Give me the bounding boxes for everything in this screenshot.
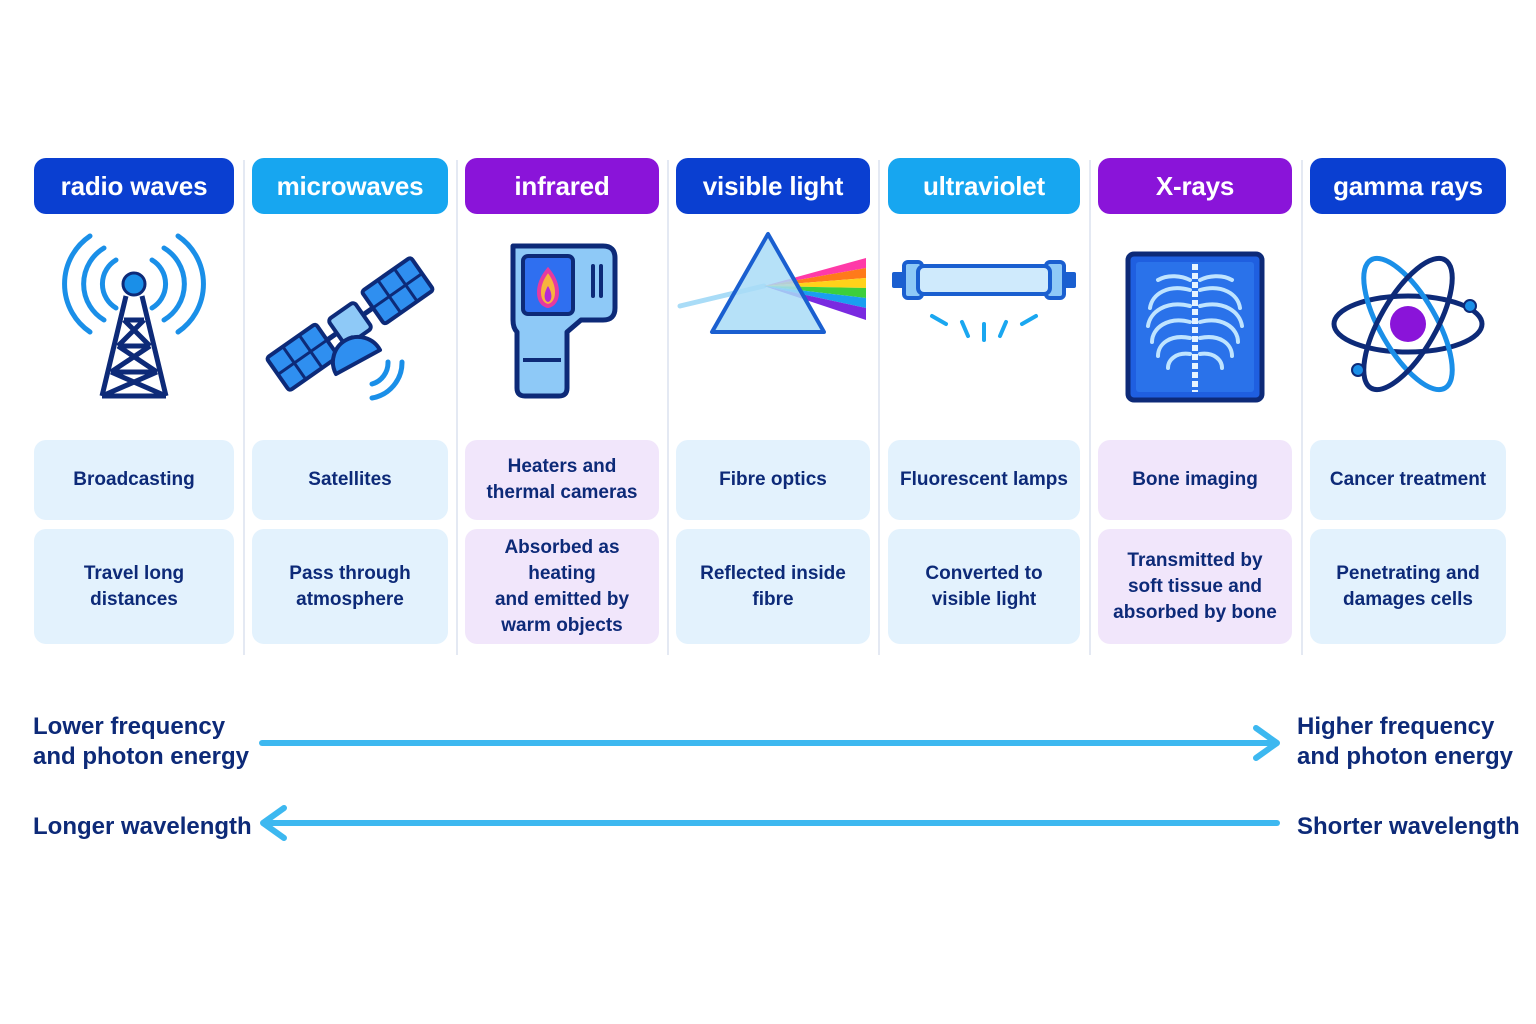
header-ultraviolet: ultraviolet xyxy=(888,158,1080,214)
property-text: soft tissue and xyxy=(1127,575,1263,597)
frequency-high-line: Higher frequency xyxy=(1297,713,1495,740)
use-text: Broadcasting xyxy=(73,469,195,490)
property-card: Travel long distances xyxy=(34,529,234,644)
property-card: Penetrating and damages cells xyxy=(1310,529,1506,644)
use-text: Heaters and xyxy=(507,456,617,477)
header-visible-light: visible light xyxy=(676,158,870,214)
property-text: Travel long xyxy=(83,562,185,584)
satellite-icon xyxy=(252,214,448,434)
column-infrared: infrared Heaters and thermal cameras Abso… xyxy=(465,158,659,644)
property-text: Converted to xyxy=(925,562,1043,584)
use-text: Satellites xyxy=(308,469,392,490)
radio-tower-icon xyxy=(34,214,234,434)
header-microwaves: microwaves xyxy=(252,158,448,214)
fluorescent-lamp-icon xyxy=(888,214,1080,434)
use-text: Cancer treatment xyxy=(1329,469,1487,490)
property-text: fibre xyxy=(752,588,794,610)
atom-icon xyxy=(1310,214,1506,434)
property-card: Transmitted by soft tissue and absorbed by… xyxy=(1098,529,1292,644)
column-microwaves: microwaves Satellites Pass through atmosp… xyxy=(252,158,448,644)
column-divider xyxy=(456,160,458,655)
property-text: atmosphere xyxy=(296,588,404,610)
property-text: Pass through xyxy=(289,562,411,584)
property-card: Absorbed as heating and emitted by warm ob… xyxy=(465,529,659,644)
x-ray-chest-icon xyxy=(1098,214,1292,434)
frequency-high-label: Higher frequency and photon energy xyxy=(1297,712,1513,772)
frequency-arrow xyxy=(259,725,1280,761)
use-text: Fibre optics xyxy=(719,469,827,490)
property-card: Pass through atmosphere xyxy=(252,529,448,644)
wavelength-arrow xyxy=(260,805,1280,841)
property-text: Absorbed as heating xyxy=(504,536,620,584)
property-text: Penetrating and xyxy=(1336,562,1480,584)
frequency-high-line: and photon energy xyxy=(1297,743,1513,770)
frequency-low-line: and photon energy xyxy=(33,743,249,770)
property-text: Reflected inside xyxy=(700,562,846,584)
property-text: distances xyxy=(90,588,178,610)
property-text: Transmitted by xyxy=(1127,549,1263,571)
column-divider xyxy=(667,160,669,655)
property-card: Converted to visible light xyxy=(888,529,1080,644)
header-radio-waves: radio waves xyxy=(34,158,234,214)
wavelength-long-label: Longer wavelength xyxy=(33,813,252,840)
header-gamma-rays: gamma rays xyxy=(1310,158,1506,214)
frequency-low-label: Lower frequency and photon energy xyxy=(33,712,249,772)
header-infrared: infrared xyxy=(465,158,659,214)
header-x-rays: X-rays xyxy=(1098,158,1292,214)
column-visible-light: visible light Fibre optics Reflected ins… xyxy=(676,158,870,644)
use-card: Fibre optics xyxy=(676,440,870,520)
use-card: Cancer treatment xyxy=(1310,440,1506,520)
column-divider xyxy=(1089,160,1091,655)
prism-icon xyxy=(676,214,870,434)
use-card: Bone imaging xyxy=(1098,440,1292,520)
wavelength-short-label: Shorter wavelength xyxy=(1297,813,1520,840)
column-ultraviolet: ultraviolet Fluorescent lamps Converted … xyxy=(888,158,1080,644)
frequency-low-line: Lower frequency xyxy=(33,713,226,740)
property-text: and emitted by xyxy=(494,588,630,610)
use-card: Fluorescent lamps xyxy=(888,440,1080,520)
column-radio-waves: radio waves Broadcasting Travel long dist… xyxy=(34,158,234,644)
property-text: visible light xyxy=(931,588,1037,610)
column-divider xyxy=(1301,160,1303,655)
column-divider xyxy=(243,160,245,655)
property-text: absorbed by bone xyxy=(1113,601,1277,623)
use-card: Broadcasting xyxy=(34,440,234,520)
use-card: Satellites xyxy=(252,440,448,520)
use-text: thermal cameras xyxy=(486,482,638,503)
column-divider xyxy=(878,160,880,655)
use-text: Fluorescent lamps xyxy=(900,469,1068,490)
property-text: damages cells xyxy=(1343,588,1473,610)
use-card: Heaters and thermal cameras xyxy=(465,440,659,520)
column-gamma-rays: gamma rays Cancer treatment Penetrating … xyxy=(1310,158,1506,644)
thermal-camera-icon xyxy=(465,214,659,434)
property-text: warm objects xyxy=(501,614,623,636)
property-card: Reflected inside fibre xyxy=(676,529,870,644)
use-text: Bone imaging xyxy=(1132,469,1258,490)
